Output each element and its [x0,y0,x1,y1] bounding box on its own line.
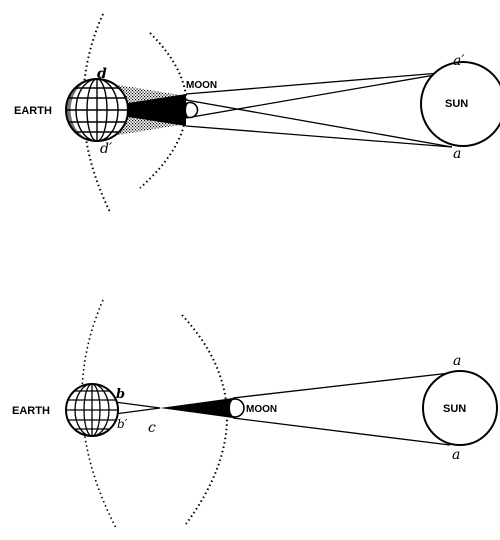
top-umbra [122,94,186,126]
bottom-earth-label: EARTH [12,405,50,417]
bottom-point-c: c [148,420,156,436]
top-ray-a-to-moon-bottom [185,125,453,148]
top-figure: EARTH MOON SUN d d′ a′ a [14,13,500,213]
top-point-d-prime: d′ [100,141,113,157]
top-earth-shade [66,80,90,140]
top-point-a-prime: a′ [453,53,465,69]
top-ray-a-prime-cross [185,71,453,119]
bottom-moon-dark-side [226,399,235,417]
bottom-moon-label: MOON [246,404,277,415]
bottom-umbra [160,398,233,418]
bottom-sun [422,370,498,446]
bottom-point-b: b [116,387,125,402]
bottom-ray-upper-to-b [114,401,161,409]
bottom-figure: EARTH MOON SUN b b′ c a a [12,299,498,529]
top-ray-a-prime-to-moon-top [185,71,453,95]
top-point-d: d [97,66,107,82]
top-sun [420,61,500,147]
top-earth-grid [66,79,128,141]
top-ray-a-cross [185,99,453,148]
bottom-ray-a-bottom-to-moon [232,417,451,446]
bottom-moon-orbit-arc [181,314,228,525]
top-sun-label: SUN [445,98,468,110]
top-moon-dark-side [182,102,190,118]
bottom-point-a-bottom: a [452,447,460,463]
top-earth-label: EARTH [14,105,52,117]
bottom-earth-grid [66,384,118,436]
top-moon-orbit-arc [139,32,188,189]
bottom-ray-lower-to-b-prime [114,407,161,415]
bottom-sun-label: SUN [443,403,466,415]
top-moon-label: MOON [186,80,217,91]
top-point-a: a [453,146,461,162]
bottom-point-a-top: a [453,353,461,369]
bottom-point-b-prime: b′ [117,417,128,431]
bottom-ray-a-top-to-moon [232,372,451,399]
